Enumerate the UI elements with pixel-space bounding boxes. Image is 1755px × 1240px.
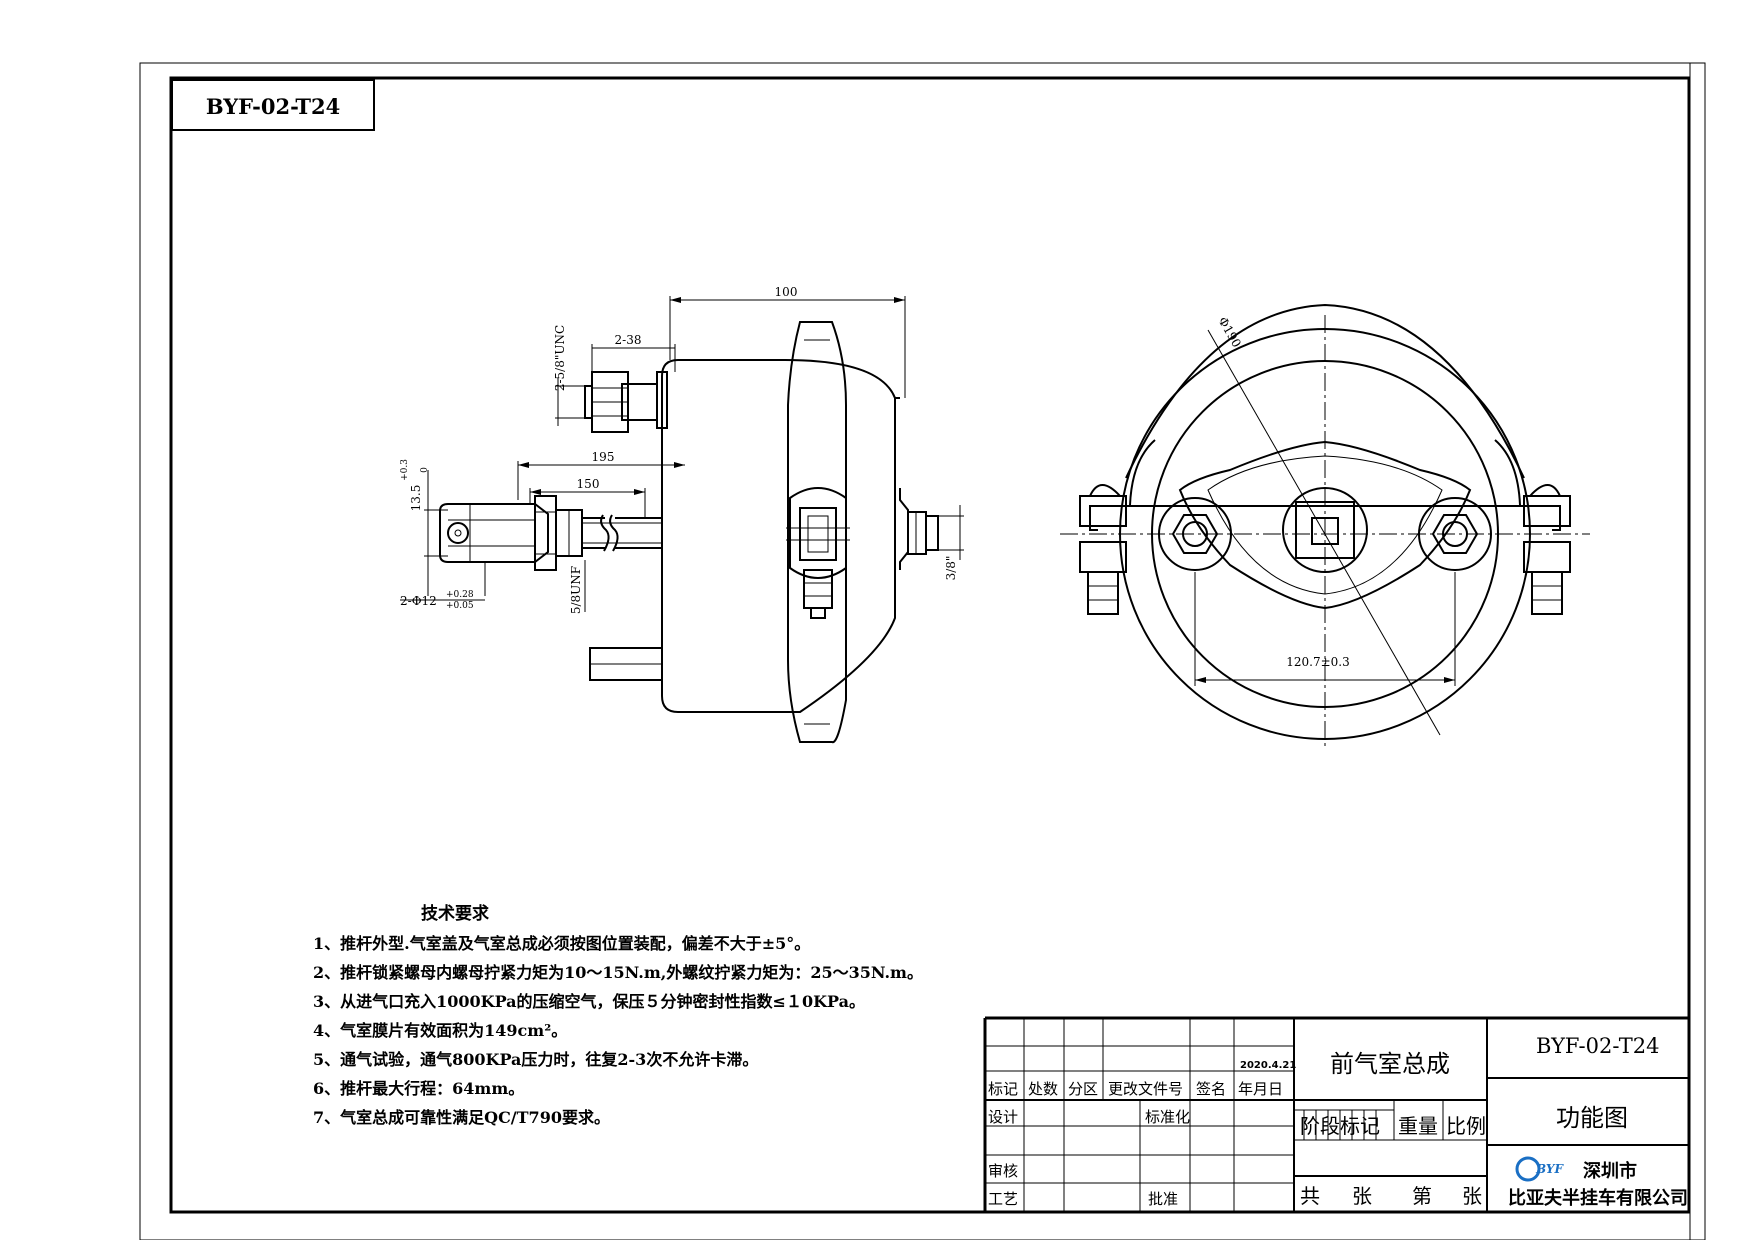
logo-icon	[1515, 1156, 1541, 1182]
header-mark: 标记	[988, 1080, 1019, 1098]
drawing-number-title: BYF-02-T24	[1536, 1034, 1660, 1058]
title-block: BYF	[983, 1016, 1689, 1212]
header-count: 处数	[1028, 1080, 1059, 1098]
requirement-item: 1、推杆外型.气室盖及气室总成必须按图位置装配，偏差不大于±5°。	[313, 934, 811, 953]
header-signature: 签名	[1196, 1080, 1227, 1098]
dim-port: 3/8"	[944, 556, 958, 581]
header-zone: 分区	[1068, 1080, 1099, 1098]
side-view	[439, 321, 939, 744]
logo-text: BYF	[1535, 1162, 1564, 1176]
dim-2-38: 2-38	[615, 333, 642, 347]
dim-pin: 2-Φ12	[400, 594, 437, 608]
requirements-title: 技术要求	[421, 904, 489, 924]
header-date: 年月日	[1238, 1080, 1284, 1098]
standardization-label: 标准化	[1145, 1108, 1191, 1126]
process-label: 工艺	[988, 1190, 1019, 1208]
sheet-total-suffix: 张	[1352, 1184, 1372, 1208]
requirement-item: 6、推杆最大行程：64mm。	[313, 1079, 525, 1098]
dim-150: 150	[577, 477, 600, 491]
requirement-item: 5、通气试验，通气800KPa压力时，往复2-3次不允许卡滞。	[313, 1050, 759, 1069]
weight-label: 重量	[1398, 1114, 1438, 1138]
requirement-item: 2、推杆锁紧螺母内螺母拧紧力矩为10～15N.m,外螺纹拧紧力矩为：25～35N…	[313, 963, 923, 982]
drawing-number-box	[171, 79, 375, 131]
sheet-number-suffix: 张	[1462, 1184, 1482, 1208]
scale-label: 比例	[1446, 1114, 1486, 1138]
drawing-type: 功能图	[1556, 1104, 1628, 1132]
dim-13-5: 13.5	[409, 485, 423, 512]
dim-13-5-tol-up: +0.3	[400, 459, 410, 481]
stage-mark-label: 阶段标记	[1300, 1114, 1380, 1138]
requirement-item: 7、气室总成可靠性满足QC/T790要求。	[313, 1108, 610, 1127]
drawing-number-top: BYF-02-T24	[206, 94, 340, 119]
company-city: 深圳市	[1583, 1161, 1637, 1182]
dim-pin-tol-dn: +0.05	[446, 601, 474, 611]
requirement-item: 3、从进气口充入1000KPa的压缩空气，保压５分钟密封性指数≤１0KPa。	[313, 992, 865, 1011]
dim-13-5-tol-dn: 0	[420, 467, 430, 473]
dim-120: 120.7±0.3	[1286, 655, 1350, 669]
dim-pin-tol-up: +0.28	[446, 590, 474, 600]
approval-label: 批准	[1148, 1190, 1179, 1208]
sheet-total-prefix: 共	[1300, 1184, 1320, 1208]
dim-unf: 5/8UNF	[569, 566, 583, 614]
front-view: Φ190 120.7±0.3	[1060, 303, 1590, 750]
outer-border	[139, 62, 1706, 1240]
review-label: 审核	[988, 1162, 1019, 1180]
dim-unc: 2-5/8"UNC	[553, 325, 567, 391]
requirement-item: 4、气室膜片有效面积为149cm²。	[313, 1021, 568, 1040]
company-name: 比亚夫半挂车有限公司	[1508, 1188, 1688, 1209]
dim-195: 195	[592, 450, 615, 464]
inner-frame	[169, 76, 1691, 1214]
header-change-doc: 更改文件号	[1108, 1080, 1184, 1098]
design-label: 设计	[988, 1108, 1019, 1126]
sheet-number-prefix: 第	[1412, 1184, 1432, 1208]
part-name: 前气室总成	[1330, 1050, 1450, 1078]
date-cell: 2020.4.21	[1240, 1060, 1297, 1071]
side-view-dimensions: 100 2-38 2-5/8"UNC 195 150 13.5 +0.3 0 2…	[400, 285, 964, 614]
dim-100: 100	[775, 285, 798, 299]
technical-requirements: 技术要求 1、推杆外型.气室盖及气室总成必须按图位置装配，偏差不大于±5°。 2…	[313, 900, 963, 1132]
